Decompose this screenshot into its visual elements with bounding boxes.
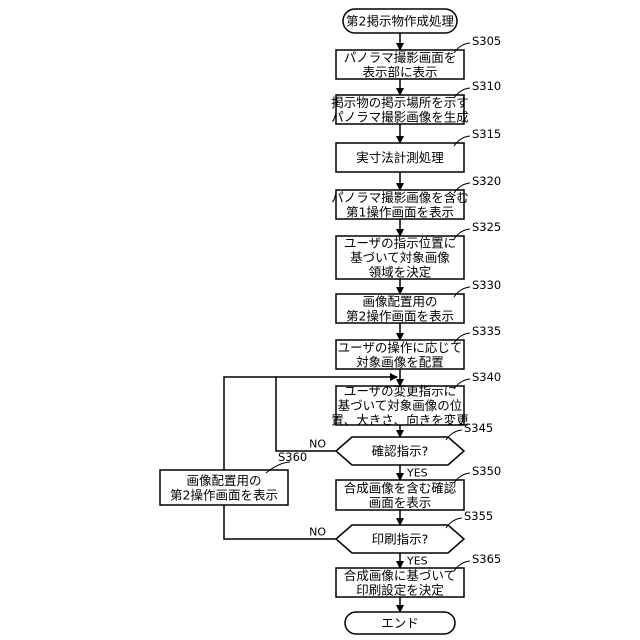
process-box-text: ユーザの変更指示に <box>344 384 456 399</box>
process-box-text: 合成画像を含む確認 <box>344 480 457 495</box>
step-id-label: S320 <box>472 174 501 188</box>
process-box-text: 対象画像を配置 <box>356 354 444 369</box>
no-label-s355: NO <box>309 526 326 539</box>
step-id-label: S355 <box>464 509 493 523</box>
step-id-label: S345 <box>464 421 493 435</box>
process-box-text: 第2操作画面を表示 <box>170 487 278 502</box>
process-box-text: 基づいて対象画像の位 <box>338 398 463 413</box>
step-id-label: S325 <box>472 220 501 234</box>
process-box-text: 実寸法計測処理 <box>356 150 444 165</box>
process-box-text: 置、大きさ、向きを変更 <box>331 413 469 428</box>
process-box-text: 画像配置用の <box>362 294 437 309</box>
step-id-label: S365 <box>472 552 501 566</box>
no-label-s345: NO <box>309 438 326 451</box>
step-id-label: S310 <box>472 79 501 93</box>
process-box-text: 第1操作画面を表示 <box>346 204 454 219</box>
return-from-s360 <box>224 377 276 470</box>
process-box-text: 第2操作画面を表示 <box>346 308 454 323</box>
decision-text: 確認指示? <box>372 444 429 459</box>
yes-label-s355: YES <box>406 555 428 568</box>
start-terminal-label: 第2掲示物作成処理 <box>346 14 454 29</box>
process-box-text: 基づいて対象画像 <box>350 250 450 265</box>
process-box-text: ユーザの操作に応じて <box>338 340 463 355</box>
process-box-text: 掲示物の掲示場所を示す <box>331 95 469 110</box>
process-box-text: 合成画像に基づいて <box>344 568 456 583</box>
step-id-label: S315 <box>472 127 501 141</box>
step-id-label: S330 <box>472 278 501 292</box>
step-id-label: S335 <box>472 324 501 338</box>
nodes: 第2掲示物作成処理パノラマ撮影画面を表示部に表示 S305 掲示物の掲示場所を示すパ… <box>160 9 501 634</box>
process-box-text: パノラマ撮影画面を <box>344 50 457 65</box>
process-box-text: 画像配置用の <box>186 473 261 488</box>
process-box-text: パノラマ撮影画像を含む <box>331 190 469 205</box>
yes-label-s345: YES <box>406 467 428 480</box>
process-box-text: 画面を表示 <box>369 495 432 510</box>
step-id-label: S350 <box>472 464 501 478</box>
step-id-label: S340 <box>472 370 501 384</box>
process-box-text: 印刷設定を決定 <box>356 582 444 597</box>
step-id-label: S360 <box>278 450 307 464</box>
end-terminal-label: エンド <box>381 616 419 631</box>
step-id-label: S305 <box>472 34 501 48</box>
decision-text: 印刷指示? <box>372 532 429 547</box>
process-box-text: 表示部に表示 <box>362 64 437 79</box>
process-box-text: パノラマ撮影画像を生成 <box>331 109 469 124</box>
process-box-text: 領域を決定 <box>369 265 432 280</box>
process-box-text: ユーザの指示位置に <box>344 236 456 251</box>
